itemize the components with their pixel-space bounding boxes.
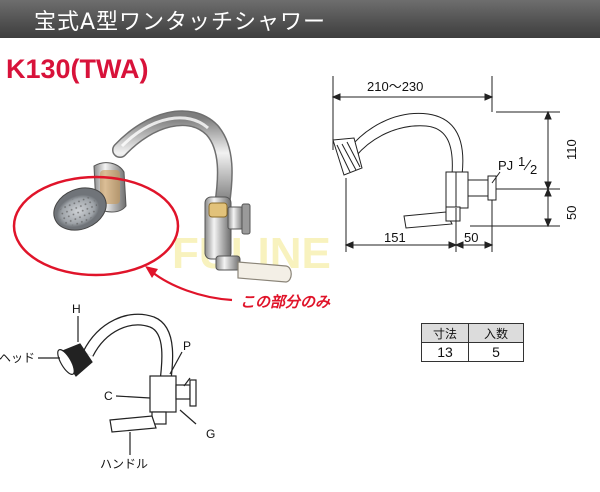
dim-depth-left: 151: [384, 230, 406, 245]
part-label-c: C: [104, 389, 113, 403]
shower-photo: [53, 110, 292, 283]
dim-depth-right: 50: [464, 230, 478, 245]
svg-text:PJ: PJ: [498, 158, 513, 173]
part-label-p: P: [183, 339, 191, 353]
spec-value-quantity: 5: [468, 342, 524, 362]
page-title: 宝式A型ワンタッチシャワー: [34, 10, 327, 35]
parts-diagram: [38, 313, 197, 455]
part-label-h: H: [72, 302, 81, 316]
spec-table: 寸法 入数 13 5: [421, 323, 524, 362]
thread-label: PJ 1 2: [498, 154, 537, 177]
part-label-head: ヘッド: [0, 351, 35, 365]
highlight-circle: [12, 175, 180, 277]
callout-arrow: [145, 266, 233, 302]
svg-text:1: 1: [518, 154, 525, 169]
svg-text:2: 2: [530, 162, 537, 177]
model-number: K130(TWA): [6, 54, 149, 84]
dimension-drawing: [331, 76, 560, 252]
title-bar: 宝式A型ワンタッチシャワー: [0, 0, 600, 38]
callout-text: この部分のみ: [240, 293, 331, 311]
dim-height-top: 110: [564, 139, 579, 160]
part-label-handle: ハンドル: [100, 457, 148, 471]
dim-width-range: 210〜230: [367, 79, 423, 94]
spec-value-size: 13: [421, 342, 469, 362]
spec-header-size: 寸法: [421, 323, 469, 343]
spec-table-header-row: 寸法 入数: [421, 323, 524, 343]
spec-table-row: 13 5: [421, 342, 524, 362]
spec-header-quantity: 入数: [468, 323, 524, 343]
part-label-g: G: [206, 427, 215, 441]
dim-height-bottom: 50: [564, 206, 579, 220]
